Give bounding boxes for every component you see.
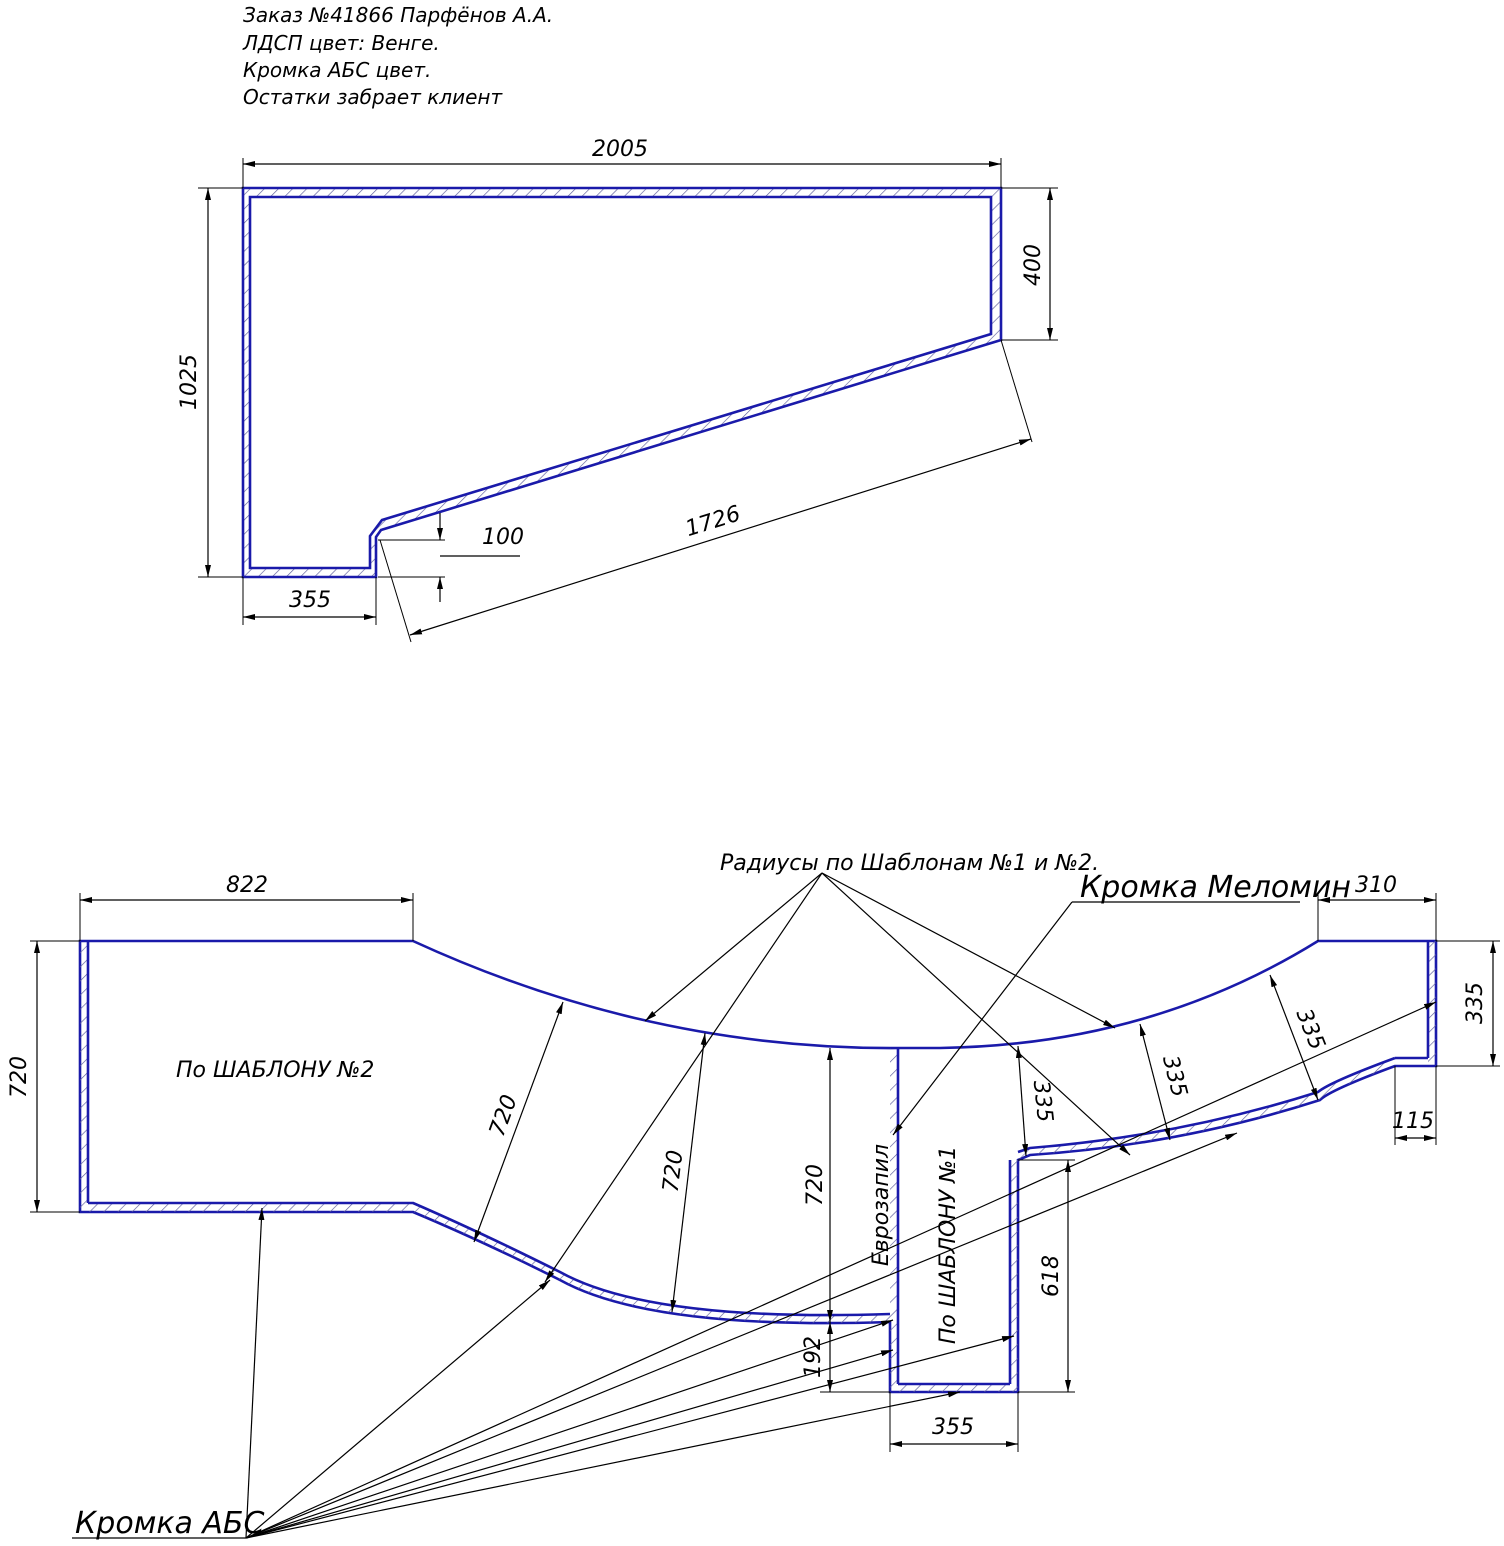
label-template-1: По ШАБЛОНУ №1 bbox=[936, 1146, 961, 1344]
dim-335-right: 335 bbox=[1463, 982, 1488, 1024]
header-line-material: ЛДСП цвет: Венге. bbox=[242, 31, 440, 55]
leader-melomin bbox=[892, 901, 1073, 1136]
dim-720-b: 720 bbox=[659, 1149, 689, 1194]
part-1: 2005 1025 400 1726 100 355 bbox=[177, 137, 1058, 643]
dim-line-720-a bbox=[473, 1001, 564, 1243]
dim-310: 310 bbox=[1355, 873, 1397, 898]
dim-618: 618 bbox=[1039, 1255, 1064, 1297]
label-melomin: Кромка Меломин bbox=[1080, 870, 1351, 905]
dim-115: 115 bbox=[1392, 1109, 1434, 1134]
header-line-remnants: Остатки забрает клиент bbox=[243, 85, 503, 109]
part2-outline-outer bbox=[78, 939, 1438, 1394]
leader-radii-2 bbox=[544, 872, 823, 1283]
order-header: Заказ №41866 Парфёнов А.А. ЛДСП цвет: Ве… bbox=[242, 3, 553, 109]
label-abs: Кромка АБС bbox=[75, 1506, 264, 1541]
dim-335-c: 335 bbox=[1291, 1005, 1330, 1053]
part-2: 822 720 310 335 115 720 720 720 192 bbox=[7, 851, 1500, 1541]
part1-outline-outer bbox=[241, 186, 1003, 579]
dim-720-left: 720 bbox=[7, 1056, 32, 1098]
dim-line-335-c bbox=[1269, 974, 1319, 1101]
dim-192: 192 bbox=[801, 1336, 826, 1378]
dim-822: 822 bbox=[226, 873, 268, 898]
dim-720-a: 720 bbox=[485, 1092, 523, 1140]
dim-355-top: 355 bbox=[289, 588, 331, 613]
dim-100: 100 bbox=[482, 525, 524, 550]
leader-radii-3 bbox=[821, 872, 1116, 1029]
label-template-2: По ШАБЛОНУ №2 bbox=[176, 1058, 374, 1083]
dim-1025: 1025 bbox=[177, 354, 202, 410]
leader-radii-1 bbox=[644, 872, 823, 1022]
header-line-order: Заказ №41866 Парфёнов А.А. bbox=[243, 3, 553, 27]
dim-line-1726 bbox=[409, 438, 1032, 636]
dim-400: 400 bbox=[1021, 244, 1046, 286]
leader-abs-fan bbox=[245, 1001, 1437, 1539]
dim-line-335-a bbox=[1015, 1045, 1029, 1157]
leader-radii-4 bbox=[821, 872, 1131, 1156]
dim-1726: 1726 bbox=[683, 501, 744, 542]
dim-335-b: 335 bbox=[1157, 1053, 1191, 1100]
dim-355-bottom: 355 bbox=[932, 1415, 974, 1440]
label-radii: Радиусы по Шаблонам №1 и №2. bbox=[720, 851, 1099, 876]
part1-edge-band bbox=[243, 188, 1001, 577]
header-line-edge: Кромка АБС цвет. bbox=[243, 58, 431, 82]
dim-335-a: 335 bbox=[1028, 1079, 1057, 1123]
part1-outline-inner bbox=[248, 195, 993, 570]
dim-720-c: 720 bbox=[803, 1164, 828, 1206]
label-eurozapil: Еврозапил bbox=[869, 1144, 894, 1266]
dim-2005: 2005 bbox=[592, 137, 648, 162]
dim-line-720-b bbox=[670, 1032, 707, 1313]
dim-line-335-b bbox=[1139, 1023, 1171, 1141]
